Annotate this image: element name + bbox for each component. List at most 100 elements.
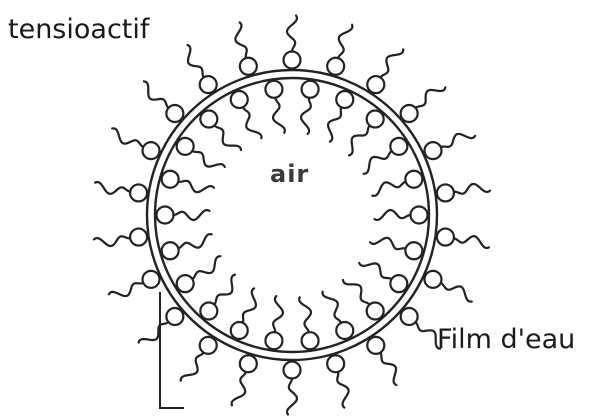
surfactant-tail <box>349 125 370 155</box>
surfactant-tail <box>181 353 204 381</box>
surfactant-head <box>177 138 194 155</box>
outer-surfactant-molecule <box>284 362 301 415</box>
outer-surfactant-molecule <box>181 337 217 381</box>
surfactant-tail <box>235 22 246 58</box>
water-film-label: Film d'eau <box>437 324 575 355</box>
inner-surfactant-molecule <box>359 263 407 292</box>
surfactant-tail <box>454 184 490 194</box>
surfactant-head <box>200 302 217 319</box>
surfactant-head <box>327 355 344 372</box>
surfactant-head <box>405 242 422 259</box>
surfactant-tail <box>323 292 342 323</box>
outer-surfactant-molecule <box>401 87 446 122</box>
outer-surfactant-molecule <box>235 22 256 74</box>
surfactant-tail <box>454 236 489 248</box>
outer-surfactant-molecule <box>367 49 403 93</box>
surfactant-head <box>401 308 418 325</box>
outer-surfactant-molecule <box>232 355 257 405</box>
surfactant-tail <box>380 353 396 385</box>
surfactant-head <box>437 229 454 246</box>
surfactant-head <box>240 58 257 75</box>
water-film-inner-ring <box>155 78 429 352</box>
inner-surfactant-molecule <box>231 91 262 138</box>
surfactant-head <box>302 81 319 98</box>
outer-surfactant-molecule <box>367 337 396 385</box>
inner-surfactant-molecule <box>177 256 221 292</box>
surfactant-tail <box>416 87 446 108</box>
surfactant-tail <box>301 98 311 134</box>
surfactant-head <box>390 138 407 155</box>
surfactant-tail <box>343 280 370 305</box>
outer-surfactant-molecule <box>327 25 352 75</box>
surfactant-tail <box>144 81 169 108</box>
surfactant-tail <box>338 25 352 58</box>
surfactant-head <box>231 91 248 108</box>
surfactant-label: tensioactif <box>8 14 149 45</box>
surfactant-tail <box>178 181 214 192</box>
outer-surfactant-molecule <box>437 229 489 248</box>
surfactant-head <box>157 207 174 224</box>
surfactant-head <box>336 91 353 108</box>
surfactant-tail <box>441 134 475 147</box>
surfactant-tail <box>214 275 235 305</box>
outer-surfactant-molecule <box>327 355 348 407</box>
surfactant-head <box>130 229 147 246</box>
surfactant-tail <box>337 372 348 408</box>
surfactant-head <box>265 81 282 98</box>
water-film-outer-ring <box>147 70 437 360</box>
inner-surfactant-molecule <box>162 234 212 259</box>
surfactant-head <box>200 111 217 128</box>
surfactant-head <box>166 105 183 122</box>
inner-surfactant-molecule <box>343 280 384 319</box>
surfactant-head <box>231 322 248 339</box>
surfactant-head <box>367 337 384 354</box>
surfactant-head <box>367 111 384 128</box>
surfactant-head <box>143 271 160 288</box>
inner-surfactant-molecule <box>265 296 283 349</box>
outer-surfactant-molecule <box>109 271 160 296</box>
surfactant-tail <box>370 238 406 249</box>
inner-surfactant-molecule <box>265 81 284 133</box>
surfactant-head <box>367 302 384 319</box>
surfactant-head <box>143 142 160 159</box>
water-film-layer <box>147 70 437 360</box>
inner-surfactant-molecule <box>349 111 384 156</box>
outer-surfactant-molecule <box>188 45 217 93</box>
surfactant-tail <box>112 128 143 147</box>
inner-surfactant-molecule <box>328 91 353 142</box>
surfactant-tail <box>94 236 130 246</box>
surfactant-tail <box>359 263 391 279</box>
surfactant-head <box>424 271 441 288</box>
surfactant-tail <box>287 379 297 415</box>
surfactant-tail <box>441 283 472 302</box>
surfactant-head <box>405 171 422 188</box>
surfactant-head <box>284 362 301 379</box>
surfactant-head <box>284 52 301 69</box>
surfactant-head <box>411 207 428 224</box>
outer-surfactant-molecule <box>144 81 183 122</box>
inner-surfactant-molecule <box>375 207 428 224</box>
surfactant-tail <box>174 210 210 220</box>
surfactant-tail <box>273 296 283 332</box>
surfactant-tail <box>95 182 130 194</box>
surfactant-tail <box>232 372 246 405</box>
surfactant-head <box>367 76 384 93</box>
surfactant-head <box>200 337 217 354</box>
inner-surfactant-molecule <box>370 238 422 259</box>
surfactant-tail <box>243 107 262 138</box>
surfactant-tail <box>287 16 297 52</box>
outer-surfactant-molecule <box>401 308 440 349</box>
inner-surfactant-molecule <box>299 297 318 349</box>
outer-surfactant-layer <box>94 16 490 415</box>
surfactant-head <box>401 105 418 122</box>
outer-surfactant-molecule <box>94 229 147 247</box>
inner-surfactant-molecule <box>162 171 214 192</box>
inner-surfactant-molecule <box>364 138 408 174</box>
surfactant-tail <box>192 256 220 279</box>
surfactant-head <box>424 142 441 159</box>
surfactant-tail <box>243 288 256 322</box>
surfactant-tail <box>192 151 224 167</box>
inner-surfactant-molecule <box>200 111 241 150</box>
surfactant-head <box>240 355 257 372</box>
outer-surfactant-molecule <box>424 271 471 302</box>
